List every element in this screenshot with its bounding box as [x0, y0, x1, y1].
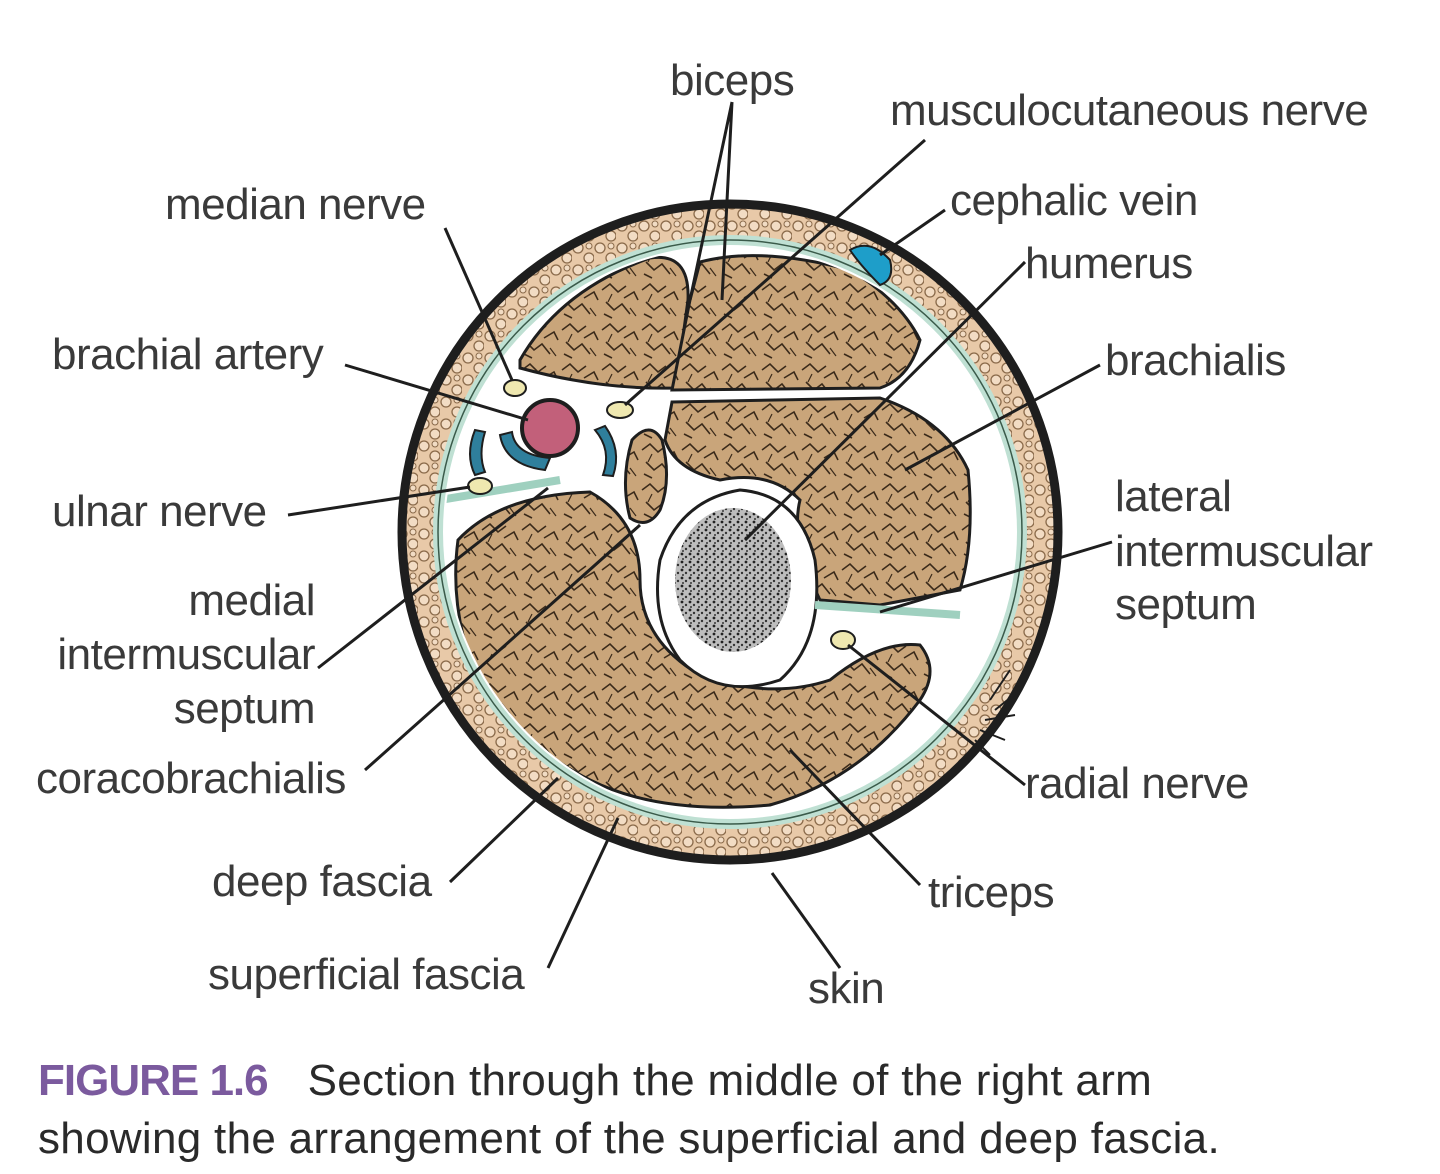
coracobrachialis-leader — [364, 523, 641, 772]
label-median-nerve: median nerve — [165, 180, 426, 229]
leader-lines — [287, 101, 1113, 969]
brachial-artery-leader — [344, 363, 529, 422]
caption-line-2: showing the arrangement of the superfici… — [38, 1114, 1220, 1163]
caption-text-1: Section through the middle of the right … — [307, 1056, 1153, 1105]
triceps-leader — [788, 748, 922, 887]
label-medial-intermuscular-septum-3: septum — [173, 684, 316, 733]
median-nerve-shape — [503, 379, 527, 397]
label-humerus: humerus — [1025, 239, 1193, 288]
skin-hair — [974, 669, 1021, 756]
brachialis-leader — [904, 363, 1101, 472]
superficial-fascia-leader — [546, 817, 620, 969]
musculocutaneous-nerve-leader — [624, 138, 926, 407]
label-medial-intermuscular-septum-1: medial — [188, 576, 315, 625]
coracobrachialis-muscle — [623, 428, 669, 524]
median-nerve-leader — [443, 227, 514, 381]
label-lateral-intermuscular-septum-1: lateral — [1115, 472, 1232, 521]
label-cephalic-vein: cephalic vein — [950, 176, 1198, 225]
label-triceps: triceps — [928, 868, 1055, 917]
brachial-vein-right — [593, 424, 618, 478]
biceps-muscle-lateral-head — [670, 254, 922, 392]
label-skin: skin — [808, 964, 885, 1013]
label-radial-nerve: radial nerve — [1025, 759, 1249, 808]
label-brachialis: brachialis — [1105, 336, 1286, 385]
label-ulnar-nerve: ulnar nerve — [52, 487, 267, 536]
label-lateral-intermuscular-septum-3: septum — [1115, 580, 1257, 629]
medial-intermuscular-septum-leader — [317, 486, 549, 670]
ulnar-nerve-shape — [467, 477, 493, 495]
caption-line-1: FIGURE 1.6 Section through the middle of … — [38, 1052, 1428, 1110]
humerus-marrow — [675, 508, 791, 652]
lateral-intermuscular-septum-leader — [879, 540, 1113, 614]
label-coracobrachialis: coracobrachialis — [36, 754, 346, 803]
arm-cross-section — [287, 101, 1113, 969]
radial-nerve-leader — [847, 643, 1026, 787]
brachial-vein-middle — [498, 430, 552, 472]
figure-number: FIGURE 1.6 — [38, 1056, 269, 1105]
label-musculocutaneous-nerve: musculocutaneous nerve — [890, 86, 1369, 135]
brachial-artery-shape — [520, 398, 580, 458]
label-brachial-artery: brachial artery — [52, 330, 324, 379]
label-lateral-intermuscular-septum-2: intermuscular — [1115, 527, 1373, 576]
figure-caption: FIGURE 1.6 Section through the middle of … — [38, 1052, 1428, 1168]
skin-leader — [770, 872, 842, 969]
humerus-leader — [743, 260, 1027, 542]
ulnar-nerve-leader — [287, 485, 471, 517]
musculocutaneous-nerve-shape — [606, 401, 634, 419]
label-biceps: biceps — [670, 56, 795, 105]
biceps-leader — [688, 101, 734, 301]
cephalic-vein-leader — [879, 208, 946, 257]
label-deep-fascia: deep fascia — [212, 857, 432, 906]
label-superficial-fascia: superficial fascia — [208, 950, 525, 999]
deep-fascia-leader — [448, 776, 560, 884]
biceps-muscle-medial-head — [518, 255, 690, 390]
brachial-vein-left — [469, 428, 487, 477]
medial-intermuscular-septum-line — [445, 476, 561, 504]
label-medial-intermuscular-septum-2: intermuscular — [57, 630, 315, 679]
